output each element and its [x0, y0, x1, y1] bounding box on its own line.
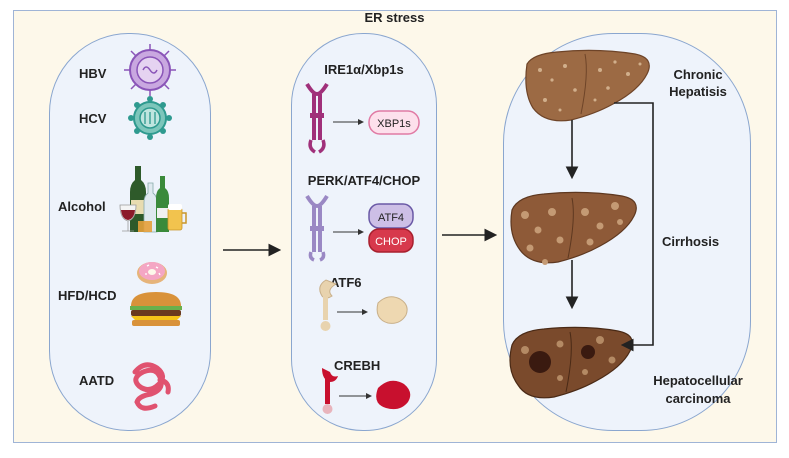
outcome-chronic-text: Chronic Hepatisis [669, 67, 727, 99]
cause-label-hcv: HCV [79, 111, 107, 126]
pathway-label-atf6: ATF6 [330, 275, 362, 290]
atf4-label: ATF4 [378, 212, 404, 224]
outcome-label-chronic-hepatitis: Chronic Hepatisis [648, 66, 748, 100]
pathway-label-crebh: CREBH [334, 358, 381, 373]
xbp1s-box [368, 110, 420, 135]
crebh-receptor-icon [322, 368, 338, 414]
xbp1s-label: XBP1s [377, 118, 411, 130]
ire1-receptor-icon [305, 82, 329, 154]
cause-label-hfd-hcd: HFD/HCD [58, 288, 117, 303]
outcome-label-cirrhosis: Cirrhosis [662, 234, 720, 249]
cause-label-alcohol: Alcohol [58, 199, 106, 214]
chop-box [368, 228, 414, 253]
hcv-virus-icon [128, 96, 172, 140]
cause-label-hbv: HBV [79, 66, 107, 81]
liver-hcc-icon [509, 326, 633, 399]
pathway-label-ire1: IRE1α/Xbp1s [324, 62, 404, 77]
liver-chronic-icon [525, 49, 650, 122]
outcome-label-hcc: Hepatocellular carcinoma [645, 372, 751, 408]
figure-title: ER stress [364, 10, 425, 25]
pathway-label-perk: PERK/ATF4/CHOP [307, 173, 421, 188]
crebh-product-shape [376, 380, 411, 410]
hbv-virus-icon [124, 44, 176, 96]
perk-receptor-icon [305, 194, 329, 262]
arrow-chronic-to-hcc [614, 102, 654, 352]
cause-label-aatd: AATD [79, 373, 115, 388]
misfolded-protein-icon [132, 362, 171, 411]
outcome-hcc-text: Hepatocellular carcinoma [653, 373, 743, 406]
donut-burger-icon [130, 262, 182, 326]
liver-cirrhosis-icon [510, 191, 637, 265]
atf6-product-shape [376, 296, 408, 324]
atf6-receptor-icon [319, 279, 338, 331]
atf4-box [368, 203, 414, 229]
chop-label: CHOP [375, 236, 407, 248]
causes-panel [49, 33, 211, 431]
alcohol-bottles-icon [119, 166, 187, 233]
